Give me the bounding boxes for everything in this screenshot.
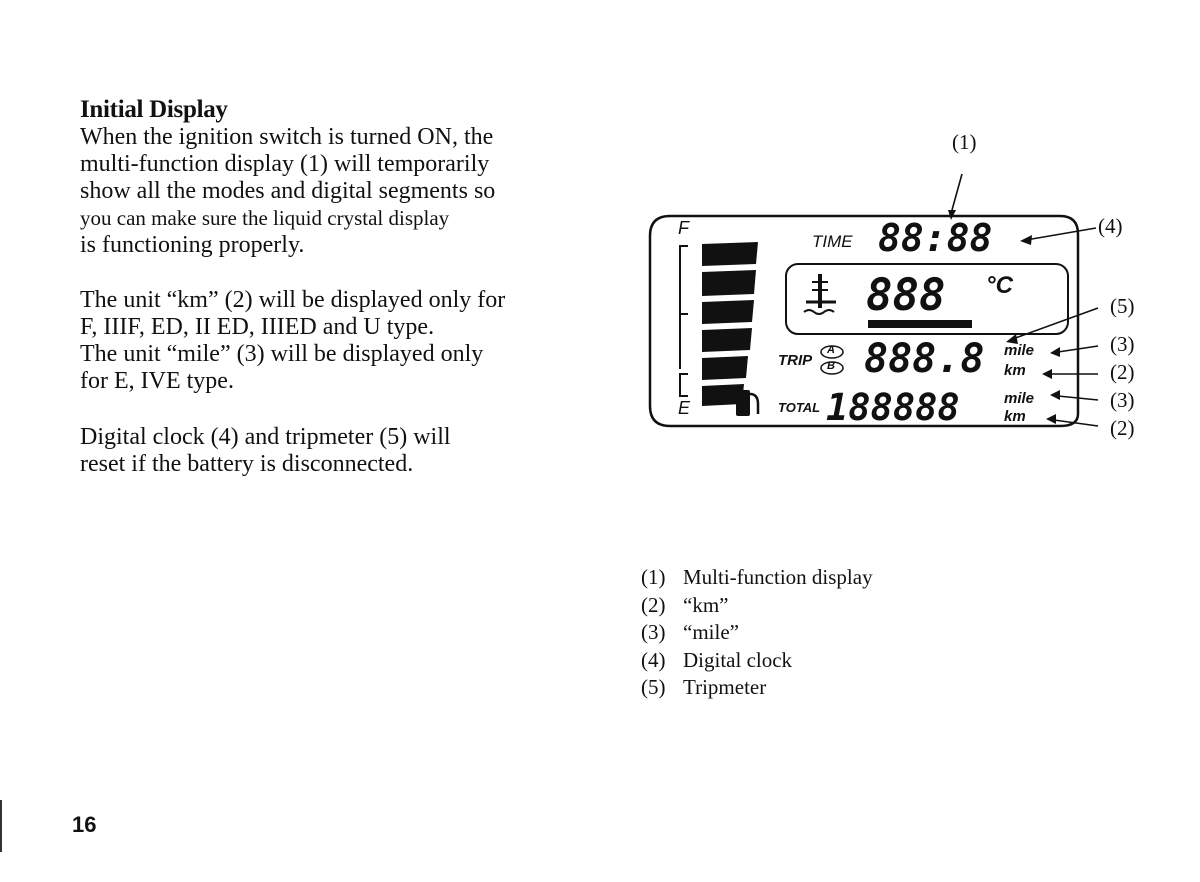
temperature-unit: °C [986, 272, 1013, 299]
text-line: Digital clock (4) and tripmeter (5) will [80, 424, 451, 450]
text-line: is functioning properly. [80, 232, 305, 258]
legend-number: (4) [641, 647, 666, 672]
text-line: you can make sure the liquid crystal dis… [80, 206, 450, 230]
legend-text: “km” [683, 592, 729, 617]
temperature-digits: 888 [866, 270, 946, 321]
text-line: The unit “mile” (3) will be displayed on… [80, 341, 484, 367]
legend-number: (2) [641, 592, 666, 617]
total-unit-mile: mile [1004, 390, 1035, 407]
callout-1: (1) [952, 130, 977, 154]
legend-item: (3) “mile” [641, 619, 873, 647]
unit-paragraph: The unit “km” (2) will be displayed only… [80, 287, 588, 395]
legend-number: (3) [641, 620, 666, 644]
callout-4: (4) [1098, 214, 1123, 238]
reset-paragraph: Digital clock (4) and tripmeter (5) will… [80, 424, 588, 478]
legend-text: Tripmeter [683, 675, 767, 699]
legend-item: (5) Tripmeter [641, 674, 873, 702]
trip-unit-km: km [1004, 362, 1026, 379]
fuel-empty-label: E [678, 398, 691, 418]
fuel-full-label: F [678, 218, 689, 238]
text-line: reset if the battery is disconnected. [80, 451, 414, 477]
legend-item: (2) “km” [641, 592, 873, 620]
legend-number: (5) [641, 675, 666, 699]
legend-item: (4) Digital clock [641, 647, 873, 675]
figure-legend: (1) Multi-function display (2) “km” (3) “mi… [641, 564, 873, 702]
fuel-pump-icon [736, 390, 750, 416]
intro-paragraph: When the ignition switch is turned ON, t… [80, 124, 588, 259]
callout-3a: (3) [1110, 332, 1135, 356]
trip-b-label: B [827, 360, 835, 372]
trip-label: TRIP [778, 352, 813, 369]
text-line: for E, IVE type. [80, 368, 234, 394]
page-number: 16 [72, 812, 97, 837]
text-line: multi-function display (1) will temporar… [80, 151, 490, 177]
legend-item: (1) Multi-function display [641, 564, 873, 592]
callout-2a: (2) [1110, 360, 1135, 384]
legend-number: (1) [641, 565, 666, 589]
text-line: When the ignition switch is turned ON, t… [80, 124, 494, 150]
margin-rule [0, 800, 2, 852]
tripmeter-digits: 888.8 [864, 336, 985, 382]
text-line: The unit “km” (2) will be displayed only… [80, 287, 506, 313]
trip-a-label: A [827, 344, 835, 356]
legend-text: Multi-function display [683, 565, 873, 589]
display-figure: F E TIME 88:88 888 °C TRIP A B 888.8 mil… [640, 124, 1160, 454]
callout-2b: (2) [1110, 416, 1135, 440]
callout-3b: (3) [1110, 388, 1135, 412]
legend-text: Digital clock [683, 647, 793, 672]
time-label: TIME [812, 232, 853, 251]
text-line: show all the modes and digital segments … [80, 178, 496, 204]
display-outline [648, 173, 1099, 428]
odometer-digits: 188888 [826, 386, 960, 429]
trip-unit-mile: mile [1004, 342, 1035, 359]
total-label: TOTAL [778, 400, 821, 415]
clock-digits: 88:88 [878, 216, 993, 260]
legend-text: “mile” [683, 620, 739, 644]
total-unit-km: km [1004, 408, 1026, 425]
callout-5: (5) [1110, 294, 1135, 318]
section-heading: Initial Display [80, 96, 228, 123]
text-line: F, IIIF, ED, II ED, IIIED and U type. [80, 314, 435, 340]
